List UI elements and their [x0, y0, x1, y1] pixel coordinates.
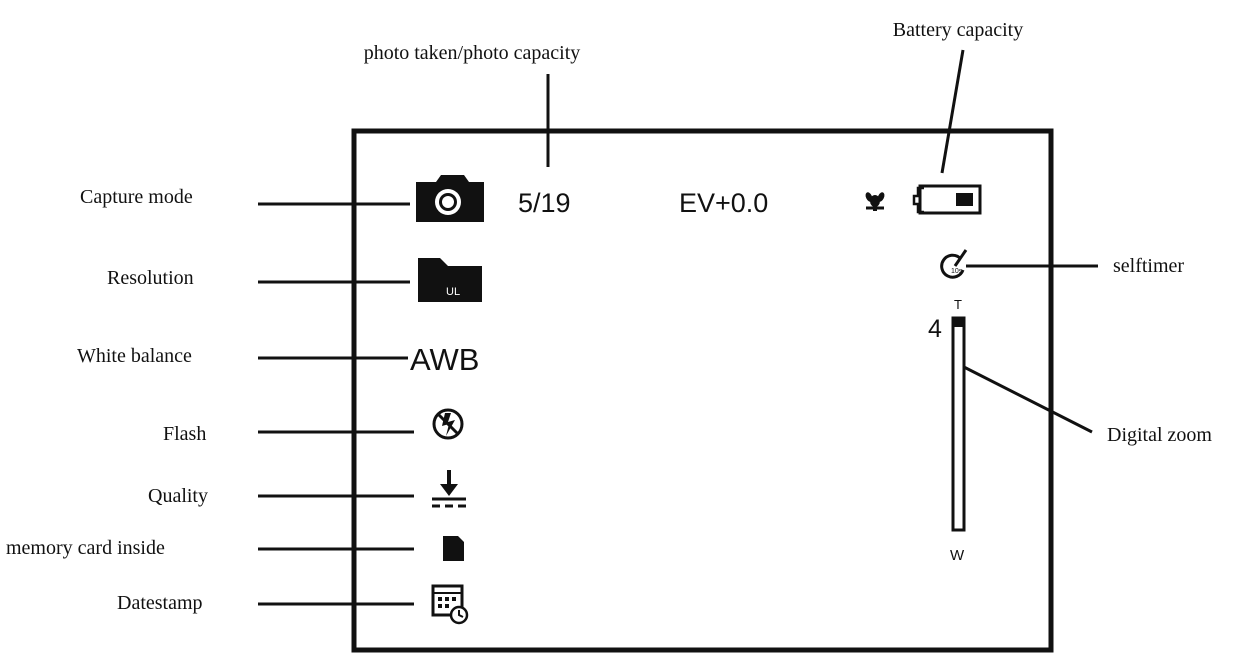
- label-datestamp: Datestamp: [117, 592, 203, 614]
- zoom-wide-label: W: [950, 547, 965, 564]
- label-battery: Battery capacity: [893, 19, 1024, 41]
- screen-frame: [351, 128, 1054, 653]
- label-resolution: Resolution: [107, 267, 194, 289]
- leader-digital-zoom: [957, 362, 1093, 434]
- label-flash: Flash: [163, 423, 206, 445]
- photo-counter: 5/19: [518, 188, 571, 218]
- svg-text:10s: 10s: [951, 268, 963, 275]
- label-white-balance: White balance: [77, 345, 192, 367]
- resolution-badge: UL: [446, 286, 460, 298]
- label-memory-card: memory card inside: [6, 537, 165, 559]
- quality-icon: [432, 470, 466, 508]
- label-quality: Quality: [148, 485, 208, 507]
- white-balance-value: AWB: [410, 342, 479, 377]
- digital-zoom-bar: T 4 W: [928, 297, 966, 564]
- sd-card-icon: [443, 536, 464, 561]
- ev-value: EV+0.0: [679, 188, 768, 218]
- flash-off-icon: [432, 408, 464, 440]
- label-capture-mode: Capture mode: [80, 186, 193, 208]
- zoom-level-fill: [953, 318, 964, 327]
- label-selftimer: selftimer: [1113, 255, 1184, 277]
- label-photo-count: photo taken/photo capacity: [364, 42, 581, 64]
- battery-icon: [912, 184, 982, 215]
- label-digital-zoom: Digital zoom: [1107, 424, 1212, 446]
- calendar-clock-icon: [431, 584, 469, 625]
- camera-icon: [416, 175, 484, 222]
- zoom-tele-label: T: [954, 297, 962, 312]
- macro-flower-icon: [865, 192, 885, 211]
- leader-battery: [940, 49, 965, 174]
- resolution-card-icon: UL: [418, 258, 482, 302]
- zoom-level: 4: [928, 315, 942, 343]
- selftimer-icon: 10s: [940, 249, 968, 279]
